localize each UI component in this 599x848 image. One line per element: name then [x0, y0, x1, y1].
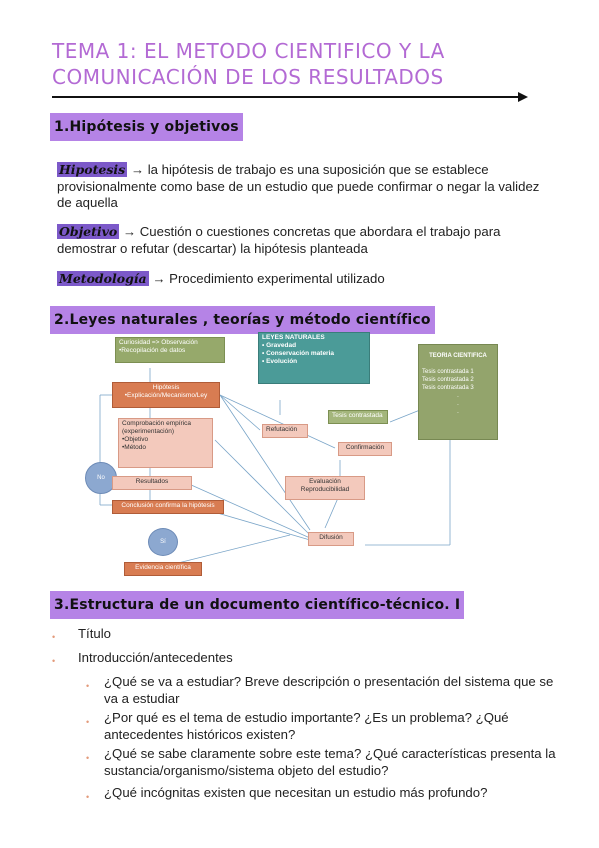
teoria-item: Tesis contrastada 3: [422, 385, 474, 391]
definition-hipotesis-text: → la hipótesis de trabajo es una suposic…: [57, 162, 540, 210]
node-si: Sí: [148, 528, 178, 556]
section-heading-3: 3.Estructura de un documento científico-…: [50, 591, 465, 619]
node-hipotesis: Hipótesis •Explicación/Mecanismo/Ley: [112, 382, 220, 408]
node-tesis-contrastada: Tesis contrastada: [328, 410, 388, 424]
teoria-item: .: [457, 401, 459, 407]
bullet-icon: •: [86, 792, 90, 802]
node-difusion: Difusión: [308, 532, 354, 546]
sub-list-item: ¿Qué se va a estudiar? Breve descripción…: [104, 674, 554, 706]
sub-list-item: ¿Qué incógnitas existen que necesitan un…: [104, 785, 488, 800]
teoria-title: TEORIA CIENTIFICA: [429, 353, 487, 359]
ley-item: Conservación materia: [266, 350, 335, 357]
term-hipotesis: Hipotesis: [57, 162, 128, 177]
scientific-method-diagram: Curiosidad => Observación •Recopilación …: [80, 330, 498, 580]
definition-metodologia: Metodología → Procedimiento experimental…: [57, 271, 547, 288]
term-metodologia: Metodología: [57, 271, 149, 286]
node-comprobacion: Comprobación empírica (experimentación) …: [118, 418, 213, 468]
node-no: No: [85, 462, 117, 494]
definition-metodologia-text: → Procedimiento experimental utilizado: [148, 271, 385, 286]
teoria-item: .: [457, 409, 459, 415]
node-confirmacion: Confirmación: [338, 442, 392, 456]
teoria-item: Tesis contrastada 2: [422, 377, 474, 383]
bullet-icon: •: [86, 717, 90, 727]
title-underline: [52, 96, 520, 98]
list-item: Introducción/antecedentes: [78, 650, 233, 665]
node-resultados: Resultados: [112, 476, 192, 490]
node-refutacion: Refutación: [262, 424, 308, 438]
list-item: Título: [78, 626, 111, 641]
node-teoria-cientifica: TEORIA CIENTIFICA Tesis contrastada 1 Te…: [418, 344, 498, 440]
definition-objetivo: Objetivo → Cuestión o cuestiones concret…: [57, 224, 547, 257]
node-evidencia: Evidencia científica: [124, 562, 202, 576]
page-title: TEMA 1: EL METODO CIENTIFICO Y LA COMUNI…: [52, 39, 445, 89]
sub-list-item: ¿Qué se sabe claramente sobre este tema?…: [104, 746, 556, 778]
teoria-item: Tesis contrastada 1: [422, 369, 474, 375]
arrow-head-icon: [518, 92, 528, 102]
node-conclusion: Conclusión confirma la hipótesis: [112, 500, 224, 514]
section-heading-2: 2.Leyes naturales , teorías y método cie…: [50, 306, 435, 334]
bullet-icon: •: [86, 753, 90, 763]
teoria-item: .: [457, 393, 459, 399]
bullet-icon: •: [86, 681, 90, 691]
node-evaluacion: Evaluación Reproducibilidad: [285, 476, 365, 500]
ley-item: Gravedad: [266, 342, 297, 349]
definition-hipotesis: Hipotesis → la hipótesis de trabajo es u…: [57, 162, 547, 212]
term-objetivo: Objetivo: [57, 224, 120, 239]
ley-item: Evolución: [266, 358, 298, 365]
structure-list: • Título • Introducción/antecedentes • ¿…: [52, 626, 562, 806]
section-heading-1: 1.Hipótesis y objetivos: [50, 113, 243, 141]
bullet-icon: •: [52, 656, 56, 666]
node-curiosidad: Curiosidad => Observación •Recopilación …: [115, 337, 225, 363]
sub-list-item: ¿Por qué es el tema de estudio important…: [104, 710, 509, 742]
leyes-title: LEYES NATURALES: [262, 334, 325, 341]
definition-objetivo-text: → Cuestión o cuestiones concretas que ab…: [57, 224, 501, 256]
node-leyes-naturales: LEYES NATURALES • Gravedad • Conservació…: [258, 332, 370, 384]
bullet-icon: •: [52, 632, 56, 642]
